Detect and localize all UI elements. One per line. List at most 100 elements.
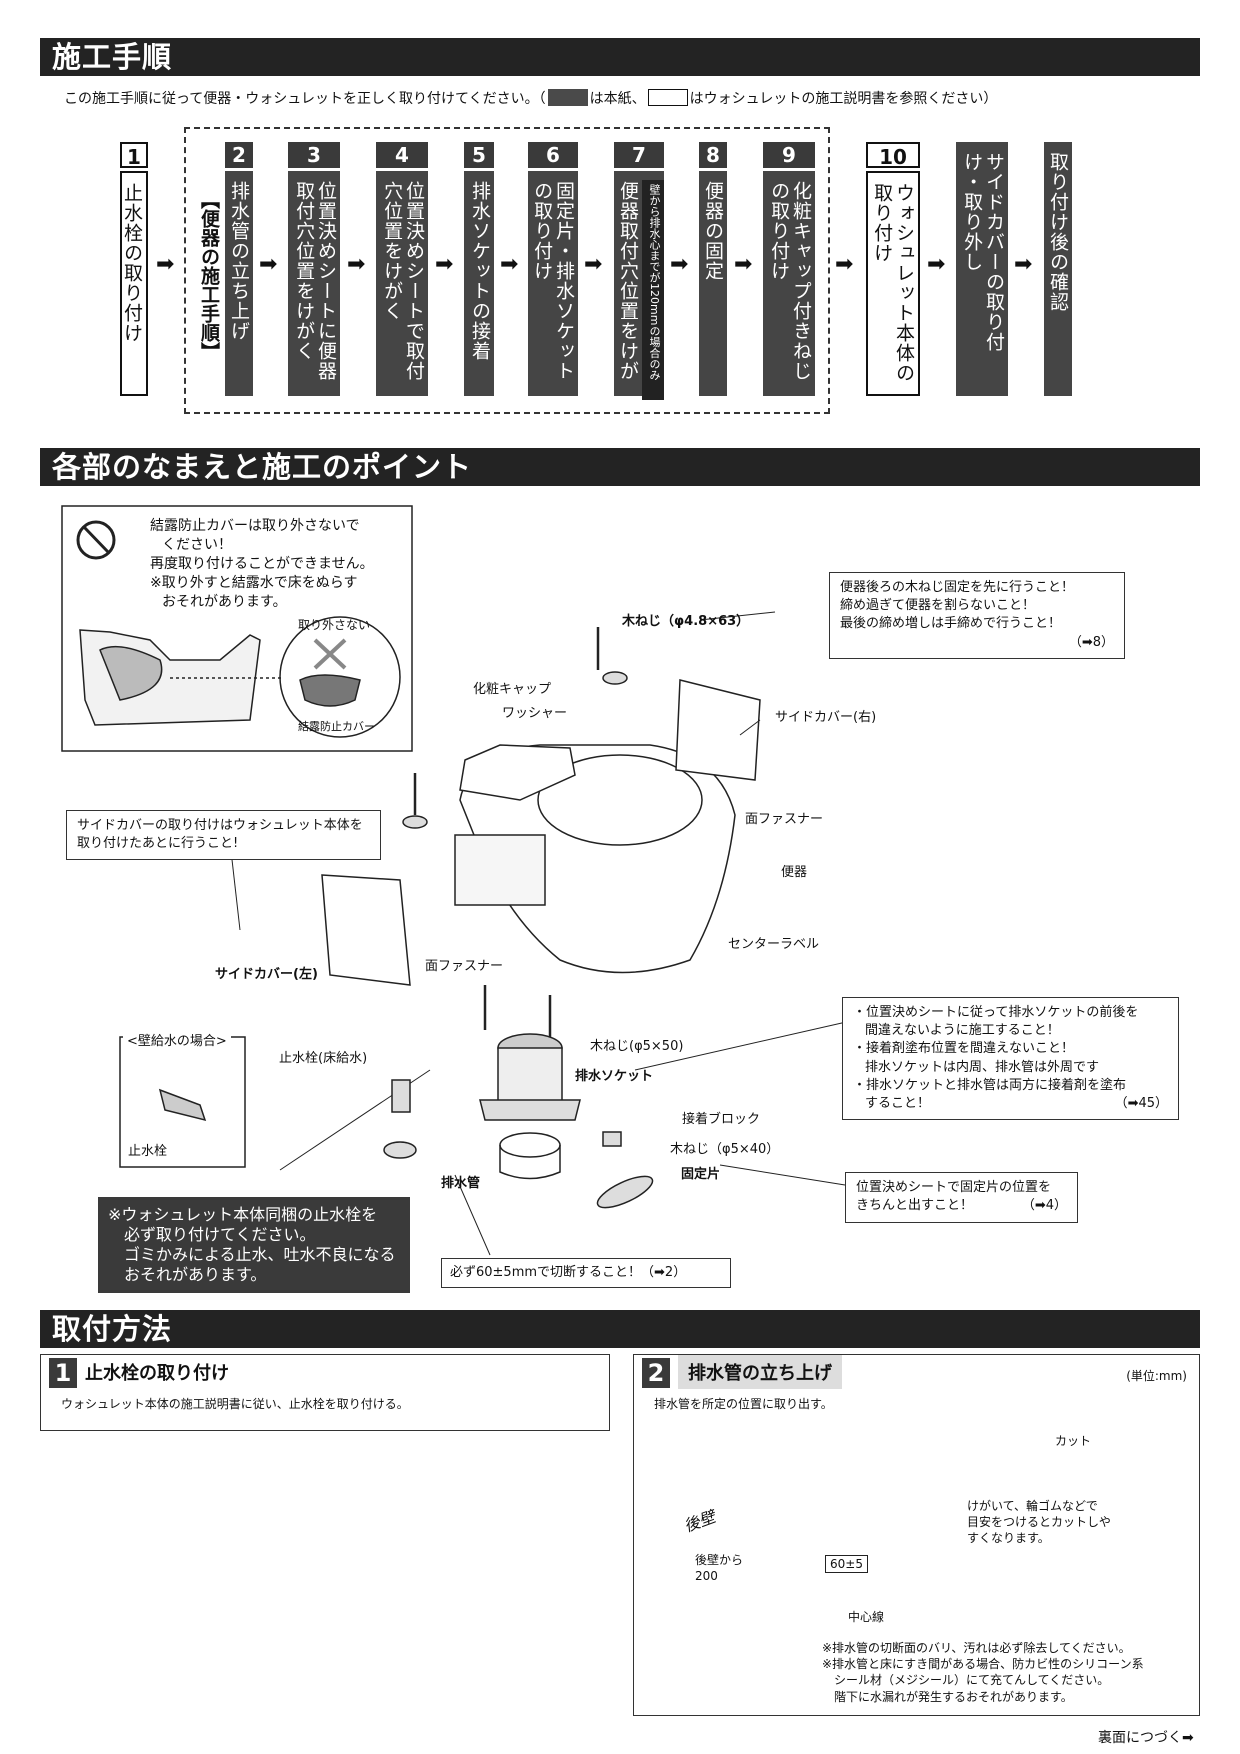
step-number: 5	[464, 142, 494, 168]
step-final-check: 取り付け後の確認	[1044, 142, 1072, 396]
step-number: 7	[614, 142, 664, 168]
step-number: 4	[376, 142, 428, 168]
label-center-label: センターラベル	[728, 937, 820, 952]
intro-part2: は本紙、	[589, 91, 646, 107]
procedure-label: 【便器の施工手順】	[198, 190, 220, 361]
label-toilet: 便器	[781, 865, 808, 880]
callout-pipe: 必ず60±5mmで切断すること！（➡2）	[441, 1258, 731, 1289]
step-8: 8 便器の固定	[699, 142, 727, 396]
toilet-procedure-frame	[184, 127, 830, 414]
arrow-icon: ➡	[435, 252, 454, 277]
step7-note: 壁から排水心までが120mmの場合のみ	[642, 180, 664, 400]
section-title-procedure: 施工手順	[40, 38, 1200, 76]
step-number: 9	[763, 142, 815, 168]
callout-socket: ・位置決めシートに従って排水ソケットの前後を 間違えないように施工すること！ ・…	[842, 997, 1179, 1121]
warning-text: 結露防止カバーは取り外さないで ください！ 再度取り付けることができません。 ※…	[150, 518, 374, 610]
callout-screw: 便器後ろの木ねじ固定を先に行うこと！ 締め過ぎて便器を割らないこと！ 最後の締め…	[829, 572, 1125, 659]
magnify-label: 取り外さない	[298, 618, 371, 632]
step-number: 8	[699, 142, 727, 168]
arrow-icon: ➡	[670, 252, 689, 277]
arrow-icon: ➡	[734, 252, 753, 277]
step-number: 2	[225, 142, 253, 168]
instruction-2: 2 排水管の立ち上げ (単位:mm) 排水管を所定の位置に取り出す。	[633, 1354, 1200, 1716]
instruction-number: 1	[49, 1358, 77, 1388]
section-title-install: 取付方法	[40, 1310, 1200, 1348]
footer-continue: 裏面につづく➡	[1098, 1730, 1194, 1746]
unit-label: (単位:mm)	[1126, 1369, 1187, 1383]
instruction-number: 2	[642, 1358, 670, 1388]
step-text: 化粧キャップ付きねじの取り付け	[763, 171, 815, 396]
instruction-notes: ※排水管の切断面のバリ、汚れは必ず除去してください。 ※排水管と床にすき間がある…	[822, 1641, 1144, 1704]
label-wood-screw-mid: 木ねじ(φ5×50)	[590, 1039, 684, 1054]
cover-label: 結露防止カバー	[298, 720, 375, 733]
prohibited-icon	[76, 520, 116, 560]
toilet-tank	[459, 744, 576, 801]
step-text: 排水管の立ち上げ	[225, 171, 253, 396]
instruction-title: 止水栓の取り付け	[85, 1363, 229, 1384]
step-text: サイドカバーの取り付け・取り外し	[956, 142, 1008, 396]
side-cover-left	[321, 874, 411, 986]
legend-white-swatch	[647, 89, 688, 106]
label-cap: 化粧キャップ	[473, 682, 552, 697]
center-line-label: 中心線	[848, 1610, 885, 1624]
label-fixing-piece: 固定片	[681, 1167, 721, 1182]
step-text: 排水ソケットの接着	[464, 171, 494, 396]
label-drain-pipe: 排水管	[441, 1176, 481, 1191]
intro-part3: はウォシュレットの施工説明書を参照ください）	[689, 91, 998, 107]
arrow-icon: ➡	[500, 252, 519, 277]
label-adhesive-block: 接着ブロック	[682, 1112, 761, 1127]
step-text: 取り付け後の確認	[1044, 142, 1072, 396]
step-text: 位置決めシートで取付穴位置をけがく	[376, 171, 428, 396]
arrow-icon: ➡	[156, 252, 175, 277]
grey-note: ※ウォシュレット本体同梱の止水栓を 必ず取り付けてください。 ゴミかみによる止水…	[98, 1197, 410, 1293]
warning-frame	[61, 505, 413, 752]
instruction-1: 1 止水栓の取り付け ウォシュレット本体の施工説明書に従い、止水栓を取り付ける。	[40, 1354, 610, 1431]
height-label: 60±5	[825, 1555, 868, 1573]
instruction-title: 排水管の立ち上げ	[678, 1355, 842, 1389]
instruction-body: ウォシュレット本体の施工説明書に従い、止水栓を取り付ける。	[61, 1397, 409, 1411]
label-side-cover-left: サイドカバー(左)	[215, 967, 318, 982]
label-wood-screw-top: 木ねじ（φ4.8×63）	[622, 614, 750, 629]
step-text: 固定片・排水ソケットの取り付け	[528, 171, 578, 396]
label-wood-screw-small: 木ねじ（φ5×40）	[670, 1142, 780, 1157]
intro-part1: この施工手順に従って便器・ウォシュレットを正しく取り付けてください。（	[64, 91, 546, 107]
cut-note: けがいて、輪ゴムなどで 目安をつけるとカットしや すくなります。	[967, 1499, 1111, 1546]
label-fastener-2: 面ファスナー	[425, 959, 504, 974]
label-side-cover-right: サイドカバー(右)	[775, 710, 877, 725]
step-2: 2 排水管の立ち上げ	[225, 142, 253, 396]
callout-fixing: 位置決めシートで固定片の位置を きちんと出すこと！ （➡4）	[845, 1172, 1078, 1223]
step-text: 便器の固定	[699, 171, 727, 396]
arrow-icon: ➡	[584, 252, 603, 277]
callout-side-cover: サイドカバーの取り付けはウォシュレット本体を 取り付けたあとに行うこと!	[66, 810, 381, 861]
arrow-icon: ➡	[1014, 252, 1033, 277]
step-1: 1 止水栓の取り付け	[120, 142, 148, 396]
step-text: ウォシュレット本体の取り付け	[866, 171, 920, 396]
step-number: 6	[528, 142, 578, 168]
arrow-icon: ➡	[347, 252, 366, 277]
toilet-bowl	[537, 754, 703, 846]
step-3: 3 位置決めシートに便器取付穴位置をけがく	[288, 142, 340, 396]
drain-pipe	[499, 1132, 561, 1158]
intro-text: この施工手順に従って便器・ウォシュレットを正しく取り付けてください。（ は本紙、 は…	[64, 88, 997, 108]
label-fastener-1: 面ファスナー	[745, 812, 824, 827]
step-side-cover: サイドカバーの取り付け・取り外し	[956, 142, 1008, 396]
section-title-parts: 各部のなまえと施工のポイント	[40, 448, 1200, 486]
cut-label: カット	[1055, 1434, 1092, 1448]
step-text: 止水栓の取り付け	[120, 171, 148, 396]
arrow-icon: ➡	[835, 252, 854, 277]
side-cover-right	[675, 679, 761, 781]
fixing-piece	[596, 1175, 654, 1209]
step-number: 3	[288, 142, 340, 168]
label-socket: 排水ソケット	[575, 1069, 654, 1084]
from-wall-label: 後壁から 200	[695, 1553, 744, 1583]
arrow-icon: ➡	[927, 252, 946, 277]
label-wall-supply: <壁給水の場合>	[123, 1030, 231, 1049]
step-number: 10	[866, 142, 920, 169]
step-text: 位置決めシートに便器取付穴位置をけがく	[288, 171, 340, 396]
legend-dark-swatch	[547, 89, 588, 106]
arrow-icon: ➡	[259, 252, 278, 277]
step-6: 6 固定片・排水ソケットの取り付け	[528, 142, 578, 396]
step-10: 10 ウォシュレット本体の取り付け	[866, 142, 920, 396]
label-stop-valve-floor: 止水栓(床給水)	[279, 1051, 368, 1066]
step-9: 9 化粧キャップ付きねじの取り付け	[763, 142, 815, 396]
